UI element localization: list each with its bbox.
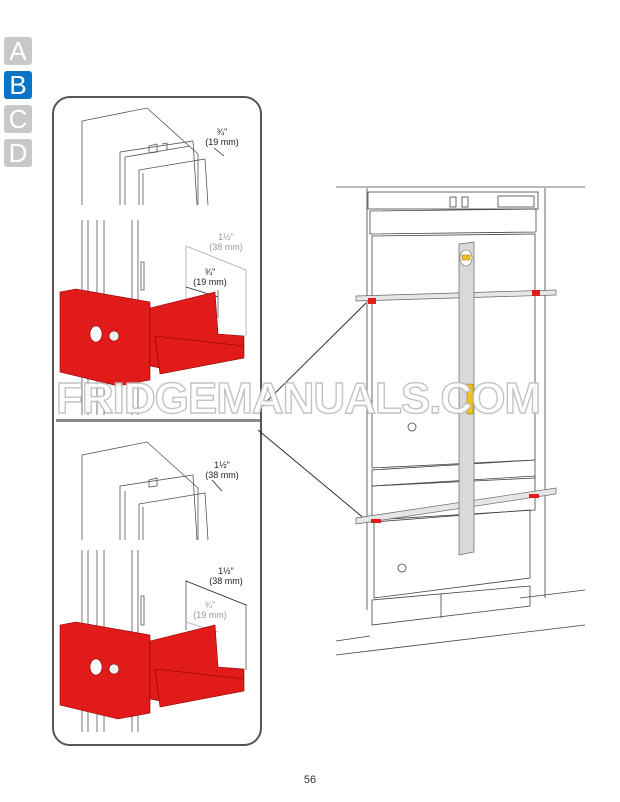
dimension-label-inner-2: ¾" (19 mm) — [193, 600, 227, 620]
dimension-label-top-2: 1½" (38 mm) — [205, 460, 239, 480]
level-bar-upper — [355, 289, 557, 304]
dimension-label-inner-1: ¾" (19 mm) — [193, 267, 227, 287]
section-tab-d[interactable]: D — [4, 139, 32, 167]
watermark: FRIDGEMANUALS.COM — [55, 373, 541, 423]
dimension-label-outer-2: 1½" (38 mm) — [209, 566, 243, 586]
section-tab-a[interactable]: A — [4, 37, 32, 65]
level-bar-lower — [355, 487, 557, 525]
callout-lines — [257, 302, 367, 521]
dimension-label-outer-1: 1½" (38 mm) — [209, 232, 243, 252]
refrigerator-main-view — [335, 186, 586, 656]
section-tabs: A B C D — [4, 37, 34, 173]
section-tab-c[interactable]: C — [4, 105, 32, 133]
vertical-spirit-level — [458, 241, 475, 556]
page-number: 56 — [303, 774, 317, 786]
red-spacer-bracket-1 — [59, 288, 245, 387]
cabinet-top-view-1 — [81, 107, 225, 206]
panel-divider — [56, 419, 260, 422]
dimension-label-top-1: ¾" (19 mm) — [205, 127, 239, 147]
red-spacer-bracket-2 — [59, 621, 245, 720]
cabinet-top-view-2 — [81, 441, 223, 541]
section-tab-b[interactable]: B — [4, 71, 32, 99]
